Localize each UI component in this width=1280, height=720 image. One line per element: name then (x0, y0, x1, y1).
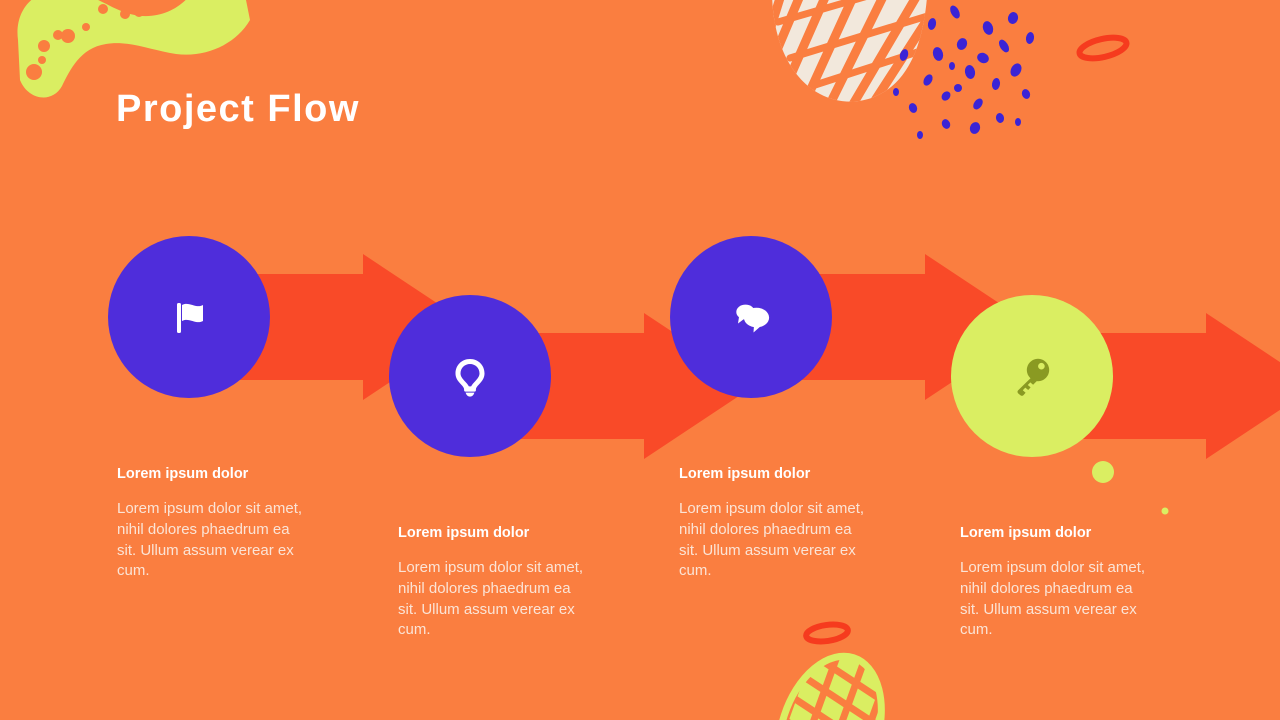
arrow-right-icon (1066, 313, 1280, 459)
page-title: Project Flow (116, 88, 360, 130)
red-ring-top-right (1076, 34, 1130, 62)
step-3-circle[interactable] (670, 236, 832, 398)
step-4-body: Lorem ipsum dolor sit amet, nihil dolore… (960, 559, 1146, 639)
step-1-heading: Lorem ipsum dolor (117, 466, 249, 482)
lime-crosshatch-oval-bottom (760, 642, 900, 720)
step-2-text: Lorem ipsum dolor Lorem ipsum dolor sit … (398, 525, 584, 641)
step-2-body: Lorem ipsum dolor sit amet, nihil dolore… (398, 559, 584, 639)
key-icon (1017, 358, 1050, 396)
step-1-text: Lorem ipsum dolor Lorem ipsum dolor sit … (117, 466, 303, 582)
step-3-text: Lorem ipsum dolor Lorem ipsum dolor sit … (679, 466, 865, 582)
step-4-circle[interactable] (951, 295, 1113, 457)
step-2-heading: Lorem ipsum dolor (398, 525, 530, 541)
cream-striped-fan-top (772, 0, 929, 102)
lightbulb-icon (455, 359, 485, 397)
step-4-heading: Lorem ipsum dolor (960, 525, 1092, 541)
lime-blob-top-left (17, 0, 250, 98)
speech-bubbles-icon (736, 304, 770, 333)
step-3-heading: Lorem ipsum dolor (679, 466, 811, 482)
step-4-text: Lorem ipsum dolor Lorem ipsum dolor sit … (960, 525, 1146, 641)
step-1-body: Lorem ipsum dolor sit amet, nihil dolore… (117, 500, 303, 580)
blue-confetti-cluster (893, 5, 1035, 139)
step-1-circle[interactable] (108, 236, 270, 398)
red-ring-bottom (803, 621, 851, 645)
step-2-circle[interactable] (389, 295, 551, 457)
flag-icon (177, 303, 203, 333)
step-3-body: Lorem ipsum dolor sit amet, nihil dolore… (679, 500, 865, 580)
lime-dot-small (1161, 507, 1169, 515)
